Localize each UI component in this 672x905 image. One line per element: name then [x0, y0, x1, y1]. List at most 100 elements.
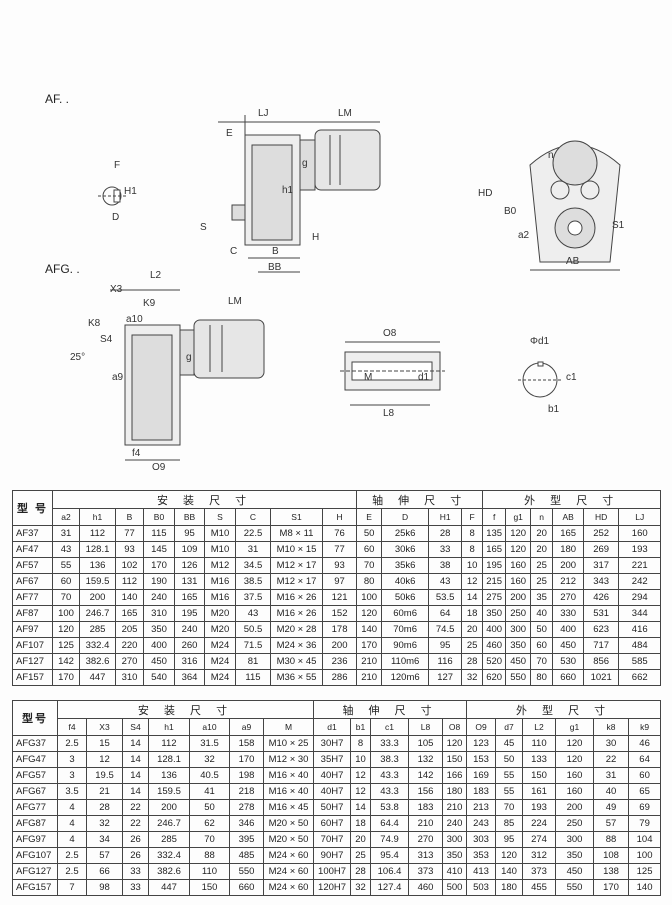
value-cell: 12 — [86, 751, 123, 768]
value-cell: 200 — [148, 799, 190, 816]
value-cell: M10 × 15 — [270, 541, 323, 558]
value-cell: 100 — [628, 847, 662, 864]
value-cell: M16 × 40 — [262, 767, 315, 784]
model-cell: AF107 — [12, 637, 53, 654]
value-cell: 270 — [408, 831, 444, 848]
value-cell: 153 — [466, 751, 497, 768]
value-cell: 180 — [495, 879, 524, 896]
value-cell: 19.5 — [86, 767, 123, 784]
value-cell: 313 — [408, 847, 444, 864]
value-cell: 140 — [495, 863, 524, 880]
model-cell: AF37 — [12, 525, 53, 542]
dimension-label: L2 — [150, 270, 162, 281]
value-cell: 400 — [143, 637, 175, 654]
value-cell: M12 × 30 — [262, 751, 315, 768]
value-cell: 332.4 — [148, 847, 190, 864]
value-cell: 252 — [583, 525, 620, 542]
value-cell: 30k6 — [381, 541, 430, 558]
value-cell: 35H7 — [313, 751, 352, 768]
value-cell: 38.5 — [235, 573, 271, 590]
model-cell: AFG97 — [12, 831, 58, 848]
column-header: B0 — [143, 508, 175, 526]
value-cell: 294 — [618, 589, 662, 606]
value-cell: 33 — [122, 863, 149, 880]
dimension-label: B0 — [504, 206, 517, 217]
value-cell: 395 — [229, 831, 264, 848]
value-cell: 25 — [461, 637, 484, 654]
value-cell: M24 × 60 — [262, 879, 315, 896]
model-cell: AFG47 — [12, 751, 58, 768]
dimension-label: H1 — [124, 186, 137, 197]
value-cell: 50 — [495, 751, 524, 768]
value-cell: 22.5 — [235, 525, 271, 542]
value-cell: 70 — [530, 653, 554, 670]
value-cell: 310 — [115, 669, 144, 686]
dimension-label: C — [230, 246, 238, 257]
value-cell: 426 — [583, 589, 620, 606]
value-cell: 123 — [466, 735, 497, 752]
value-cell: 93 — [321, 557, 358, 574]
value-cell: 269 — [583, 541, 620, 558]
value-cell: 14 — [350, 799, 372, 816]
value-cell: M30 × 45 — [270, 653, 323, 670]
value-cell: 3 — [57, 751, 87, 768]
value-cell: M24 × 60 — [262, 863, 315, 880]
dimension-label: O8 — [383, 328, 397, 339]
value-cell: 165 — [174, 589, 205, 606]
value-cell: 60m6 — [381, 605, 430, 622]
value-cell: 450 — [552, 637, 585, 654]
value-cell: 540 — [143, 669, 175, 686]
value-cell: 43 — [428, 573, 463, 590]
dimension-label: X3 — [110, 284, 123, 295]
model-cell: AF157 — [12, 669, 53, 686]
value-cell: 3 — [57, 767, 87, 784]
value-cell: 120H7 — [313, 879, 352, 896]
value-cell: 33 — [122, 879, 149, 896]
group-header-shaft: 轴 伸 尺 寸 — [356, 490, 484, 509]
value-cell: 135 — [482, 525, 507, 542]
value-cell: 316 — [174, 653, 205, 670]
model-cell: AF67 — [12, 573, 53, 590]
dimension-label: S1 — [612, 220, 625, 231]
value-cell: 37.5 — [235, 589, 271, 606]
model-cell: AF47 — [12, 541, 53, 558]
value-cell: M16 — [204, 573, 236, 590]
value-cell: 193 — [618, 541, 662, 558]
value-cell: 343 — [583, 573, 620, 590]
value-cell: 121 — [321, 589, 358, 606]
af-shaft-section-drawing — [98, 186, 128, 206]
value-cell: 35k6 — [381, 557, 430, 574]
column-header: a10 — [189, 718, 230, 736]
value-cell: 7 — [57, 879, 87, 896]
value-cell: 413 — [466, 863, 497, 880]
value-cell: 105 — [408, 735, 444, 752]
value-cell: 14 — [122, 783, 149, 800]
value-cell: 26 — [122, 831, 149, 848]
value-cell: 285 — [148, 831, 190, 848]
value-cell: 128.1 — [79, 541, 116, 558]
value-cell: 275 — [482, 589, 507, 606]
dimension-label: S4 — [100, 334, 113, 345]
column-header: S1 — [270, 508, 323, 526]
value-cell: 195 — [482, 557, 507, 574]
value-cell: 53.8 — [370, 799, 410, 816]
dimension-label: g — [186, 352, 192, 363]
value-cell: 109 — [174, 541, 205, 558]
value-cell: 31 — [593, 767, 630, 784]
value-cell: 110 — [189, 863, 230, 880]
value-cell: 12 — [461, 573, 484, 590]
value-cell: 20 — [461, 621, 484, 638]
value-cell: 43.3 — [370, 783, 410, 800]
value-cell: 246.7 — [79, 605, 116, 622]
value-cell: 190 — [143, 573, 175, 590]
dimension-label: O9 — [152, 462, 166, 473]
column-header: c1 — [370, 718, 410, 736]
value-cell: 450 — [555, 863, 595, 880]
model-cell: AFG127 — [12, 863, 58, 880]
value-cell: 198 — [229, 767, 264, 784]
